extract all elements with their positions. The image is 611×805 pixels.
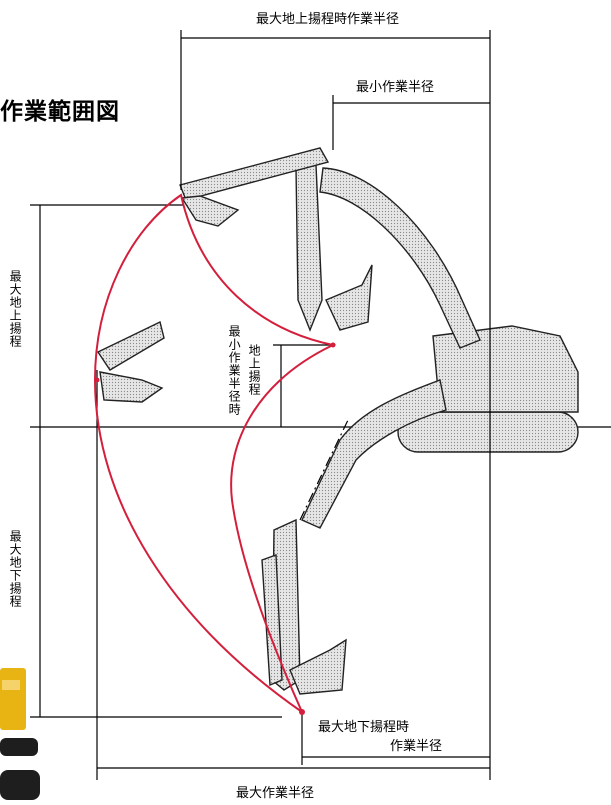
label-max-ground-lift: 最大地上揚程 (8, 270, 23, 348)
label-ground-lift: 地上揚程 (247, 344, 262, 396)
label-max-underground-lift: 最大地下揚程 (8, 530, 23, 608)
excavator-body (96, 147, 579, 695)
label-min-working-radius: 最小作業半径 (356, 80, 435, 95)
envelope-bottom-point (299, 709, 305, 715)
label-max-underground-radius-line2: 作業半径 (390, 739, 443, 754)
label-max-underground-radius-line1: 最大地下揚程時 (318, 720, 410, 735)
label-max-working-radius: 最大作業半径 (236, 786, 315, 801)
dimension-lines (30, 30, 491, 780)
label-max-radius-at-ground-lift: 最大地上揚程時作業半径 (256, 12, 400, 27)
envelope-left-point (94, 377, 100, 383)
machine-thumbnail (0, 668, 40, 800)
boom-hinge-dash (299, 419, 349, 521)
label-min-radius: 最小作業半径時 (227, 325, 242, 416)
page-title: 作業範囲図 (0, 99, 120, 125)
envelope-min-radius-point (330, 342, 336, 348)
working-range-envelope (93, 193, 337, 715)
